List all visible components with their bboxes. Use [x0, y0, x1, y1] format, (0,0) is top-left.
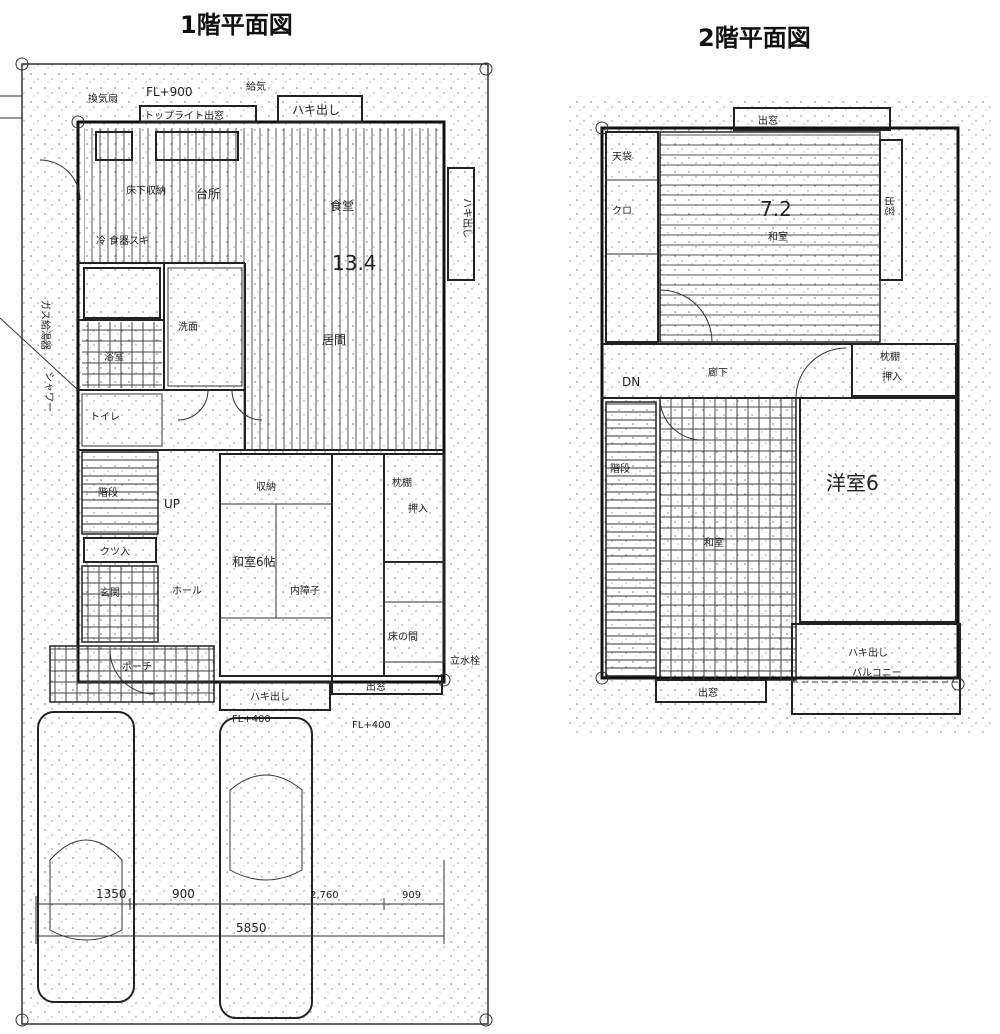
room-washitsu2: 和室: [704, 536, 724, 549]
floor2-stairs: [605, 401, 657, 677]
room-oshiire: 押入: [408, 502, 428, 515]
kitchen-floor: [84, 128, 240, 263]
dim-2: 900: [172, 887, 195, 901]
floor2-plan: 出窓 出窓 天袋 クロ 7.2 和室 DN 廊下 枕棚 押入 階段 和室 洋室6…: [568, 96, 992, 736]
dining-floor: [240, 128, 440, 450]
floor1-plan: FL+900 給気 換気扇 トップライト出窓 ハキ出し ハキ出し 床下収納 台所…: [0, 57, 493, 1027]
label-shower: シャワー: [43, 372, 54, 412]
floor2-title: 2階平面図: [698, 24, 811, 52]
floor2-tiled-room: [659, 397, 797, 681]
room-kuro: クロ: [612, 205, 632, 217]
label-fl900: FL+900: [146, 85, 193, 99]
car-right: [219, 717, 313, 1019]
label-tatesen: 立水栓: [450, 654, 480, 667]
room-dining: 食堂: [330, 198, 354, 213]
label-fl400a: FL+400: [232, 714, 271, 725]
floor2-washitsu-floor: [659, 131, 881, 343]
room-roka: 廊下: [708, 366, 728, 379]
label-kanki: 換気扇: [88, 92, 118, 105]
label-toplight: トップライト出窓: [144, 109, 224, 122]
label-tokodan: 床下収納: [126, 184, 166, 197]
room-washitsu: 和室: [768, 230, 788, 243]
porch-tiles: [49, 645, 215, 703]
room-washitsu: 和室6帖: [232, 554, 276, 569]
label-balcony: バルコニー: [852, 667, 902, 679]
label-fl400b: FL+400: [352, 720, 391, 731]
dim-4: 909: [402, 890, 421, 901]
room-kitchen: 台所: [196, 186, 220, 201]
room-entrance: 玄関: [100, 586, 120, 599]
label-demado-bottom: 出窓: [698, 686, 718, 699]
floor1-stairs: [81, 451, 159, 535]
label-gas: ガス給湯器: [39, 300, 52, 350]
label-demado-side: 出窓: [883, 196, 896, 216]
label-kyuki: 給気: [246, 80, 266, 93]
label-hakidashi-side: ハキ出し: [461, 198, 474, 238]
room-kaidan: 階段: [610, 462, 630, 475]
dim-total: 5850: [236, 921, 267, 935]
room-yoshitsu: 洋室6: [826, 471, 879, 495]
room-makura: 枕棚: [392, 476, 412, 489]
floor1-title: 1階平面図: [180, 11, 293, 39]
room-makura: 枕棚: [880, 350, 900, 363]
room-dining-size: 13.4: [332, 251, 377, 275]
room-oshiire: 押入: [882, 370, 902, 383]
room-washitsu-size: 7.2: [760, 197, 792, 221]
entrance-tiles: [81, 565, 159, 643]
room-washroom: 洗面: [178, 321, 198, 333]
room-toilet: トイレ: [90, 412, 120, 423]
room-hall: ホール: [172, 585, 202, 597]
room-porch: ポーチ: [122, 661, 152, 673]
floor2-yoshitsu: [799, 397, 957, 623]
room-stairs: 階段: [98, 486, 118, 499]
label-reizo: 冷 食器スキ: [96, 234, 149, 247]
floor2-balcony: [791, 623, 961, 715]
room-kura: 収納: [256, 480, 276, 493]
label-hakidashi: ハキ出し: [848, 646, 888, 659]
label-dn: DN: [622, 375, 640, 389]
room-bath: 浴室: [104, 350, 124, 363]
room-living: 居間: [322, 333, 346, 347]
label-uchiro: 内障子: [290, 584, 320, 597]
label-demado-top: 出窓: [758, 114, 778, 127]
dim-1: 1350: [96, 887, 127, 901]
label-up: UP: [164, 497, 180, 511]
label-demado: 出窓: [366, 680, 386, 693]
label-kutsu: クツ入: [100, 546, 130, 558]
room-tokonoma: 床の間: [388, 630, 418, 643]
bath-tiles: [82, 322, 162, 388]
dim-3: 2,760: [310, 890, 339, 901]
room-tenbukuro: 天袋: [612, 150, 632, 163]
label-hakidashi-top: ハキ出し: [292, 103, 340, 117]
label-hakidashi-bottom: ハキ出し: [250, 690, 290, 703]
car-left: [37, 711, 135, 1003]
